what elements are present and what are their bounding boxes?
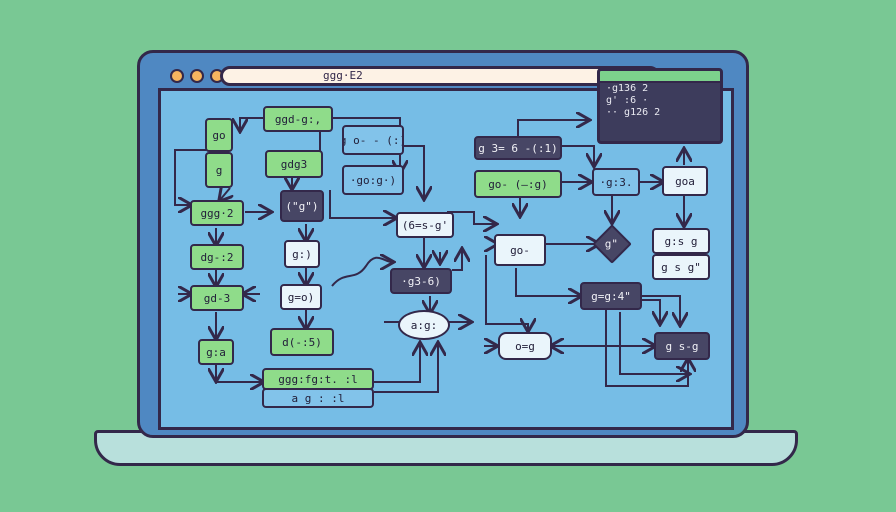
node-ellipse[interactable]: a:g: bbox=[398, 310, 450, 340]
node-gdg3[interactable]: gdg3 bbox=[265, 150, 323, 178]
node-go[interactable]: go bbox=[205, 118, 233, 152]
node-g3b[interactable]: ·g3-6) bbox=[390, 268, 452, 294]
node-6g[interactable]: (6=s-g' bbox=[396, 212, 454, 238]
window-dot-icon[interactable] bbox=[170, 69, 184, 83]
terminal-line: ·g136 2 bbox=[606, 83, 649, 94]
terminal-line: ·· g126 2 bbox=[606, 107, 661, 118]
node-ga[interactable]: g:a bbox=[198, 339, 234, 365]
node-go-center[interactable]: go- bbox=[494, 234, 546, 266]
node-ggg2[interactable]: ggg·2 bbox=[190, 200, 244, 226]
node-d[interactable]: d(-:5) bbox=[270, 328, 334, 356]
node-g3r[interactable]: ·g:3. bbox=[592, 168, 640, 196]
node-gg4[interactable]: g=g:4" bbox=[580, 282, 642, 310]
node-g-eq[interactable]: g=o) bbox=[280, 284, 322, 310]
node-ggd[interactable]: ggd-g:, bbox=[263, 106, 333, 132]
window-dot-icon[interactable] bbox=[190, 69, 204, 83]
address-text: ggg·E2 bbox=[323, 69, 363, 82]
node-box-2[interactable]: ·go:g·) bbox=[342, 165, 404, 195]
node-top-mid[interactable]: g 3= 6 -(:1) bbox=[474, 136, 562, 160]
node-go-mid[interactable]: go- (—:g) bbox=[474, 170, 562, 198]
node-gsg[interactable]: g s-g bbox=[654, 332, 710, 360]
node-gd3[interactable]: gd-3 bbox=[190, 285, 244, 311]
terminal-window: ·g136 2 g' :6 · ·· g126 2 bbox=[597, 68, 723, 144]
node-g-colon[interactable]: g:) bbox=[284, 240, 320, 268]
node-goa[interactable]: goa bbox=[662, 166, 708, 196]
node-g-quote[interactable]: ("g") bbox=[280, 190, 324, 222]
node-dg[interactable]: dg-:2 bbox=[190, 244, 244, 270]
node-bottom-1[interactable]: ggg:fg:t. :l bbox=[262, 368, 374, 390]
node-og[interactable]: o=g bbox=[498, 332, 552, 360]
node-r2[interactable]: g s g" bbox=[652, 254, 710, 280]
node-r1[interactable]: g:s g bbox=[652, 228, 710, 254]
node-box-1[interactable]: g o- - (:) bbox=[342, 125, 404, 155]
terminal-titlebar bbox=[600, 71, 720, 83]
node-g[interactable]: g bbox=[205, 152, 233, 188]
terminal-line: g' :6 · bbox=[606, 95, 649, 106]
node-bottom-2[interactable]: a g : :l bbox=[262, 388, 374, 408]
